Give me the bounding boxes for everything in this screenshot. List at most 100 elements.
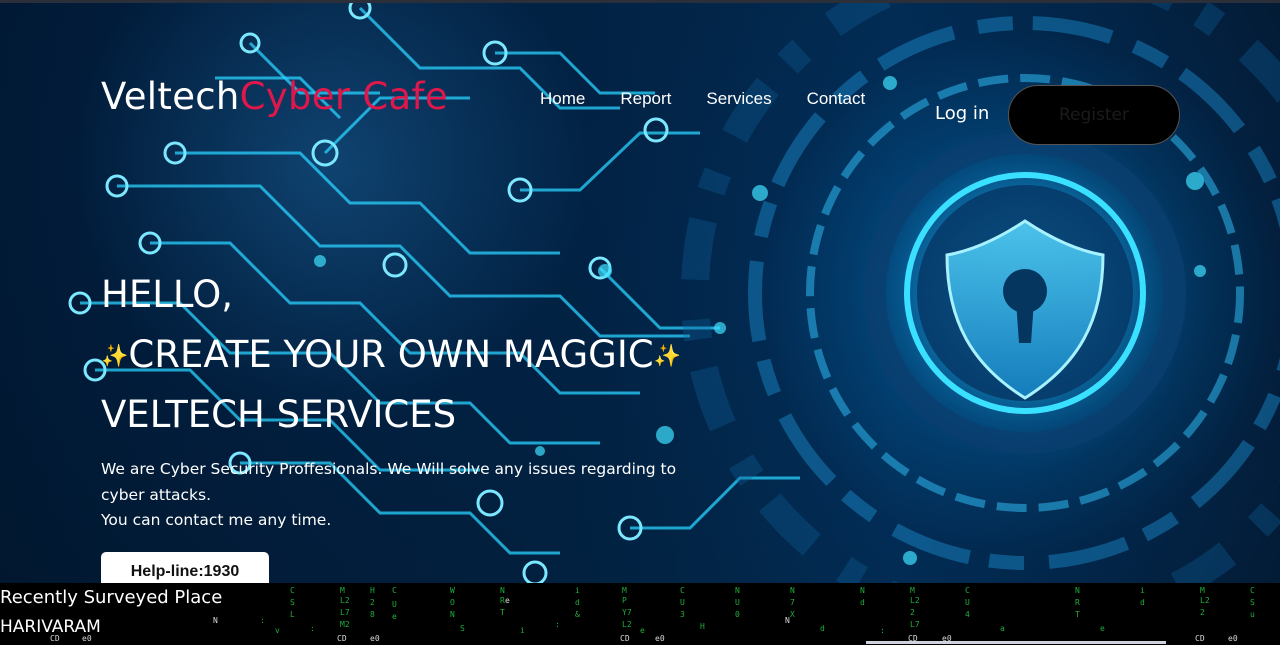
svg-text:N: N xyxy=(860,586,865,595)
svg-text:e: e xyxy=(640,626,645,635)
svg-text:L7: L7 xyxy=(340,608,350,617)
svg-text:N: N xyxy=(790,586,795,595)
svg-text:N: N xyxy=(785,616,790,625)
svg-text:Y7: Y7 xyxy=(622,608,632,617)
svg-text:N: N xyxy=(735,586,740,595)
svg-text:4: 4 xyxy=(965,610,970,619)
svg-text:e: e xyxy=(1100,624,1105,633)
svg-text::: : xyxy=(310,624,315,633)
svg-text:d: d xyxy=(820,624,825,633)
svg-text:N: N xyxy=(450,610,455,619)
svg-text:CD: CD xyxy=(908,634,918,643)
svg-text:X: X xyxy=(790,610,795,619)
svg-text:W: W xyxy=(450,586,455,595)
helpline-button[interactable]: Help-line:1930 xyxy=(101,552,269,583)
svg-text:e0: e0 xyxy=(942,634,952,643)
scroll-indicator[interactable] xyxy=(866,641,1166,644)
svg-text:H: H xyxy=(700,622,705,631)
svg-text:C: C xyxy=(965,586,970,595)
svg-text:N: N xyxy=(500,586,505,595)
shield-lock-icon xyxy=(945,219,1105,400)
main-nav: Home Report Services Contact xyxy=(540,89,900,109)
svg-text:u: u xyxy=(1250,610,1255,619)
hero-headline-text: CREATE YOUR OWN MAGGIC xyxy=(128,333,654,376)
svg-text::: : xyxy=(880,626,885,635)
svg-text:CD: CD xyxy=(1195,634,1205,643)
sparkle-icon: ✨ xyxy=(653,344,681,369)
survey-title: Recently Surveyed Place xyxy=(0,587,223,608)
svg-text:&: & xyxy=(575,610,580,619)
login-link[interactable]: Log in xyxy=(935,103,990,124)
svg-text:L2: L2 xyxy=(1200,596,1210,605)
svg-text:M: M xyxy=(910,586,915,595)
svg-text:0: 0 xyxy=(735,610,740,619)
svg-text:e0: e0 xyxy=(370,634,380,643)
svg-text:T: T xyxy=(1075,610,1080,619)
svg-text:L2: L2 xyxy=(910,596,920,605)
svg-text:i: i xyxy=(520,626,525,635)
hero-section: VeltechCyber Cafe Home Report Services C… xyxy=(0,3,1280,583)
nav-link-services[interactable]: Services xyxy=(706,89,772,108)
brand-name-accent: Cyber Cafe xyxy=(239,75,448,118)
svg-text:e: e xyxy=(505,596,510,605)
svg-text:d: d xyxy=(575,598,580,607)
hero-description: We are Cyber Security Proffesionals. We … xyxy=(101,457,721,534)
svg-text:O: O xyxy=(450,598,455,607)
svg-text:R: R xyxy=(500,596,505,605)
nav-link-contact[interactable]: Contact xyxy=(806,89,866,108)
svg-text:T: T xyxy=(500,608,505,617)
svg-text:C: C xyxy=(392,586,397,595)
svg-text:C: C xyxy=(680,586,685,595)
svg-text:L2: L2 xyxy=(622,620,632,629)
description-line: You can contact me any time. xyxy=(101,511,332,529)
svg-text:CD: CD xyxy=(620,634,630,643)
hero-headline: ✨CREATE YOUR OWN MAGGIC✨ xyxy=(101,333,681,376)
svg-text:e0: e0 xyxy=(82,634,92,643)
svg-text:M: M xyxy=(622,586,627,595)
description-line: cyber attacks. xyxy=(101,485,212,504)
sparkle-icon: ✨ xyxy=(101,344,129,369)
svg-text:S: S xyxy=(1250,598,1255,607)
svg-text:P: P xyxy=(622,596,627,605)
svg-text:N: N xyxy=(1075,586,1080,595)
top-border xyxy=(0,0,1280,3)
svg-text:3: 3 xyxy=(680,610,685,619)
svg-text:L2: L2 xyxy=(340,596,350,605)
svg-text:7: 7 xyxy=(790,598,795,607)
svg-text:8: 8 xyxy=(370,610,375,619)
svg-text:CD: CD xyxy=(337,634,347,643)
svg-text:i: i xyxy=(1140,586,1145,595)
svg-text:2: 2 xyxy=(370,598,375,607)
svg-text::: : xyxy=(555,620,560,629)
nav-link-report[interactable]: Report xyxy=(620,89,672,108)
register-button[interactable]: Register xyxy=(1008,85,1180,145)
svg-text:e: e xyxy=(392,612,397,621)
survey-place: HARIVARAM xyxy=(0,617,101,637)
brand-logo[interactable]: VeltechCyber Cafe xyxy=(101,75,448,118)
circuit-nodes xyxy=(68,3,669,583)
svg-text:M: M xyxy=(340,586,345,595)
svg-text:U: U xyxy=(965,598,970,607)
svg-text:R: R xyxy=(1075,598,1080,607)
svg-text:d: d xyxy=(860,598,865,607)
svg-text:C: C xyxy=(290,586,295,595)
svg-text::: : xyxy=(260,616,265,625)
svg-text:CD: CD xyxy=(50,634,60,643)
svg-text:L: L xyxy=(290,610,295,619)
svg-text:d: d xyxy=(1140,598,1145,607)
svg-text:N: N xyxy=(213,616,218,625)
svg-text:M: M xyxy=(1200,586,1205,595)
svg-text:S: S xyxy=(460,624,465,633)
svg-text:M2: M2 xyxy=(340,620,350,629)
svg-text:U: U xyxy=(735,598,740,607)
svg-text:L7: L7 xyxy=(910,620,920,629)
svg-text:v: v xyxy=(275,626,280,635)
nav-link-home[interactable]: Home xyxy=(540,89,586,108)
svg-text:H: H xyxy=(370,586,375,595)
svg-text:i: i xyxy=(575,586,580,595)
hero-greeting: HELLO, xyxy=(101,273,233,316)
svg-text:U: U xyxy=(392,600,397,609)
circuit-traces xyxy=(80,6,800,555)
